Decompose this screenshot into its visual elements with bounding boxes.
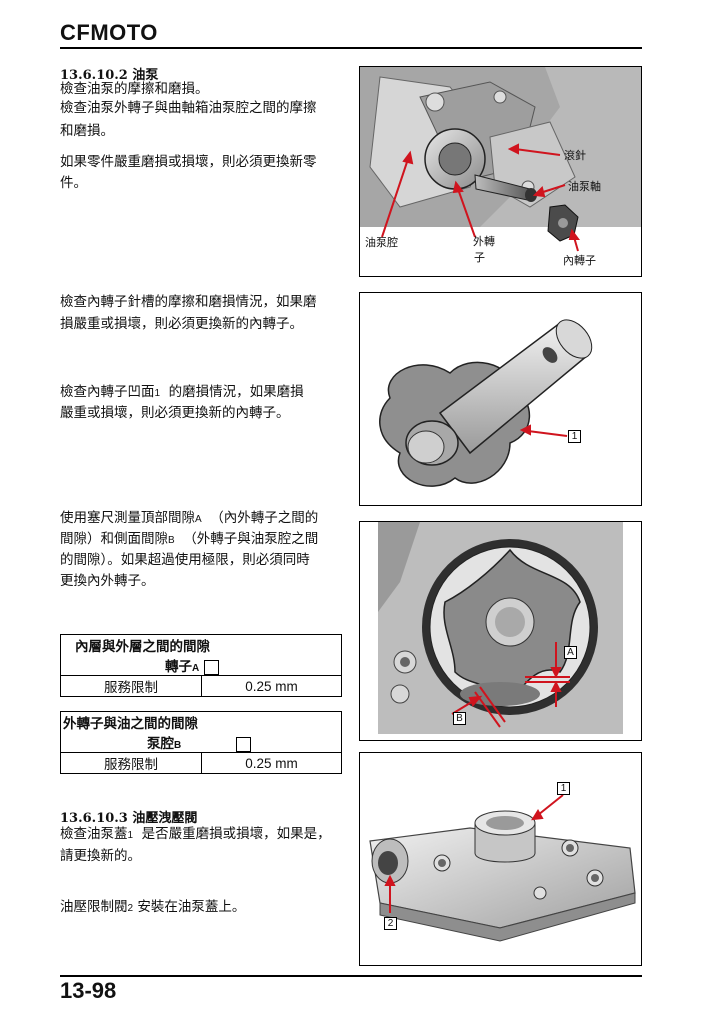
label-outer-rotor-1: 外轉	[473, 235, 495, 248]
rotor-clearance-illustration	[360, 522, 641, 740]
oil-pump-text-3: 和磨損。	[60, 123, 114, 139]
inner-face-text-2: 嚴重或損壞，則必須更換新的內轉子。	[60, 405, 290, 421]
footer-rule	[60, 975, 642, 977]
callout-a-box: A	[564, 646, 577, 659]
figure-inner-rotor: 1	[359, 292, 642, 506]
callout-b-box: B	[453, 712, 466, 725]
spec-table-inner-outer: 內層與外層之間的間隙 轉子A 服務限制 0.25 mm	[60, 634, 342, 697]
oil-pump-text-2: 檢查油泵外轉子與曲軸箱油泵腔之間的摩擦	[60, 100, 317, 116]
inner-face-text-1: 檢查內轉子凹面1 的磨損情況，如果磨損	[60, 384, 304, 400]
figure-rotor-clearance: A B	[359, 521, 642, 741]
inner-groove-text-1: 檢查內轉子針槽的摩擦和磨損情況，如果磨	[60, 294, 317, 310]
relief-text-2: 請更換新的。	[60, 848, 141, 864]
label-pump-cavity: 油泵腔	[365, 236, 398, 249]
oil-pump-replace-1: 如果零件嚴重磨損或損壞，則必須更換新零	[60, 154, 317, 170]
header-rule	[60, 47, 642, 49]
table2-subtitle: 泵腔B	[60, 732, 342, 753]
table2-title: 外轉子與油之間的間隙	[60, 711, 342, 732]
section-heading-relief-valve: 13.6.10.3 油壓洩壓閥	[60, 811, 198, 826]
relief-text-1: 檢查油泵蓋1 是否嚴重磨損或損壞，如果是，	[60, 826, 331, 842]
clearance-text-4: 更換內外轉子。	[60, 573, 155, 589]
oil-pump-text-1: 檢查油泵的摩擦和磨損。	[60, 81, 209, 97]
callout-1-box: 1	[568, 430, 581, 443]
relief-text-3: 油壓限制閥2 安裝在油泵蓋上。	[60, 899, 246, 915]
table1-subtitle: 轉子A	[60, 655, 342, 676]
table1-row-value: 0.25 mm	[201, 675, 342, 697]
table2-checkbox	[235, 737, 251, 752]
oil-pump-replace-2: 件。	[60, 175, 87, 191]
label-inner-rotor: 內轉子	[563, 254, 596, 267]
label-pin: 滾針	[564, 149, 586, 162]
table2-row-label: 服務限制	[60, 752, 202, 774]
spec-table-outer-cavity: 外轉子與油之間的間隙 泵腔B 服務限制 0.25 mm	[60, 711, 342, 774]
table1-row-label: 服務限制	[60, 675, 202, 697]
label-outer-rotor-2: 子	[474, 251, 485, 264]
clearance-text-3: 的間隙）。如果超過使用極限，則必須同時	[60, 552, 310, 568]
table1-checkbox	[203, 660, 219, 675]
clearance-text-1: 使用塞尺測量頂部間隙A （內外轉子之間的	[60, 510, 319, 526]
figure-pump-cover: 1 2	[359, 752, 642, 966]
table1-title: 內層與外層之間的間隙	[60, 634, 342, 655]
section-heading-oil-pump: 13.6.10.2 油泵	[60, 68, 159, 83]
inner-rotor-illustration	[379, 319, 593, 487]
clearance-text-2: 間隙）和側面間隙B （外轉子與油泵腔之間	[60, 531, 319, 547]
label-pump-shaft: 油泵軸	[568, 180, 601, 193]
figure-crankcase-oil-pump: 滾針 油泵軸 油泵腔 外轉 子 內轉子	[359, 66, 642, 277]
table2-row-value: 0.25 mm	[201, 752, 342, 774]
page-number: 13-98	[60, 978, 117, 1003]
crankcase-illustration	[360, 67, 641, 276]
pump-cover-illustration	[369, 794, 636, 942]
callout-1-cover-box: 1	[557, 782, 570, 795]
inner-groove-text-2: 損嚴重或損壞，則必須更換新的內轉子。	[60, 316, 303, 332]
brand-logo-text: CFMOTO	[60, 20, 158, 45]
callout-2-cover-box: 2	[384, 917, 397, 930]
